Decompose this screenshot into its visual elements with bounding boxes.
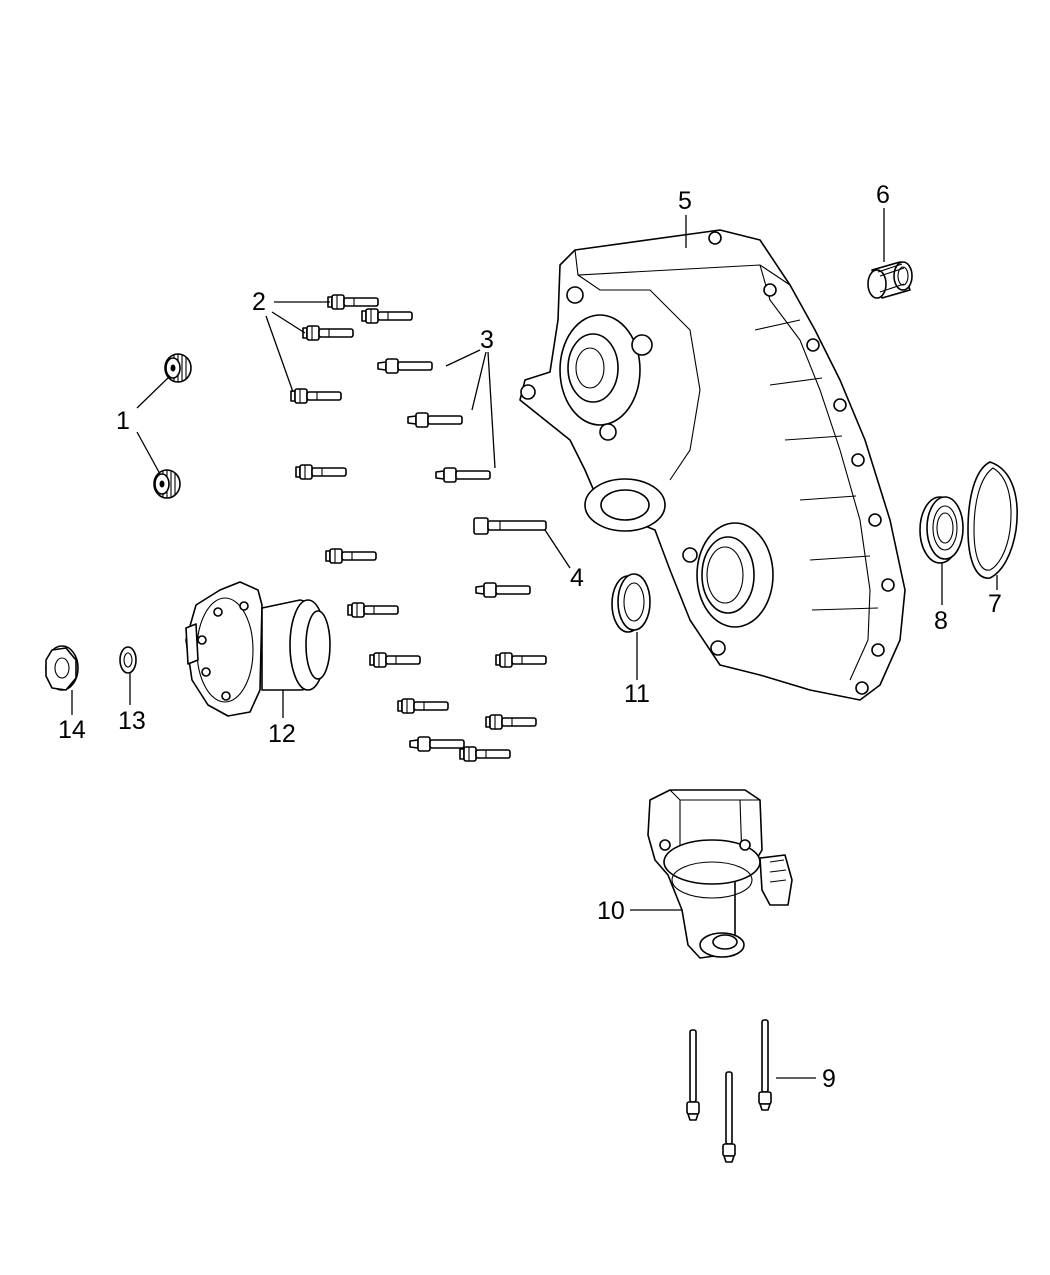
callout-14: 14 bbox=[58, 716, 86, 744]
callout-1: 1 bbox=[116, 407, 130, 435]
callout-3: 3 bbox=[480, 326, 494, 354]
callout-10: 10 bbox=[597, 897, 625, 925]
part-3-studs bbox=[377, 349, 496, 483]
part-1-nuts bbox=[136, 353, 192, 499]
callout-labels: 1 2 3 4 5 6 7 8 9 10 11 12 13 14 bbox=[58, 181, 1002, 1093]
callout-11: 11 bbox=[624, 680, 650, 708]
part-8-ball-bearing bbox=[919, 496, 964, 605]
part-5-housing bbox=[519, 215, 906, 701]
callout-7: 7 bbox=[988, 590, 1002, 618]
callout-13: 13 bbox=[118, 707, 146, 735]
part-13-washer bbox=[119, 646, 137, 705]
part-14-nut bbox=[45, 645, 79, 715]
part-11-seal bbox=[611, 573, 651, 680]
callout-2: 2 bbox=[252, 288, 266, 316]
callout-9: 9 bbox=[822, 1065, 836, 1093]
callout-8: 8 bbox=[934, 607, 948, 635]
callout-4: 4 bbox=[570, 564, 584, 592]
part-10-actuator bbox=[630, 789, 793, 959]
part-2-bolts bbox=[265, 294, 413, 404]
callout-6: 6 bbox=[876, 181, 890, 209]
part-12-flange bbox=[185, 581, 331, 718]
part-4-long-bolt bbox=[473, 517, 571, 569]
loose-bolts bbox=[295, 464, 547, 762]
part-6-bearing bbox=[867, 208, 913, 299]
callout-12: 12 bbox=[268, 720, 296, 748]
callout-5: 5 bbox=[678, 187, 692, 215]
part-7-snap-ring bbox=[967, 461, 1018, 590]
part-9-bolts bbox=[686, 1019, 816, 1163]
